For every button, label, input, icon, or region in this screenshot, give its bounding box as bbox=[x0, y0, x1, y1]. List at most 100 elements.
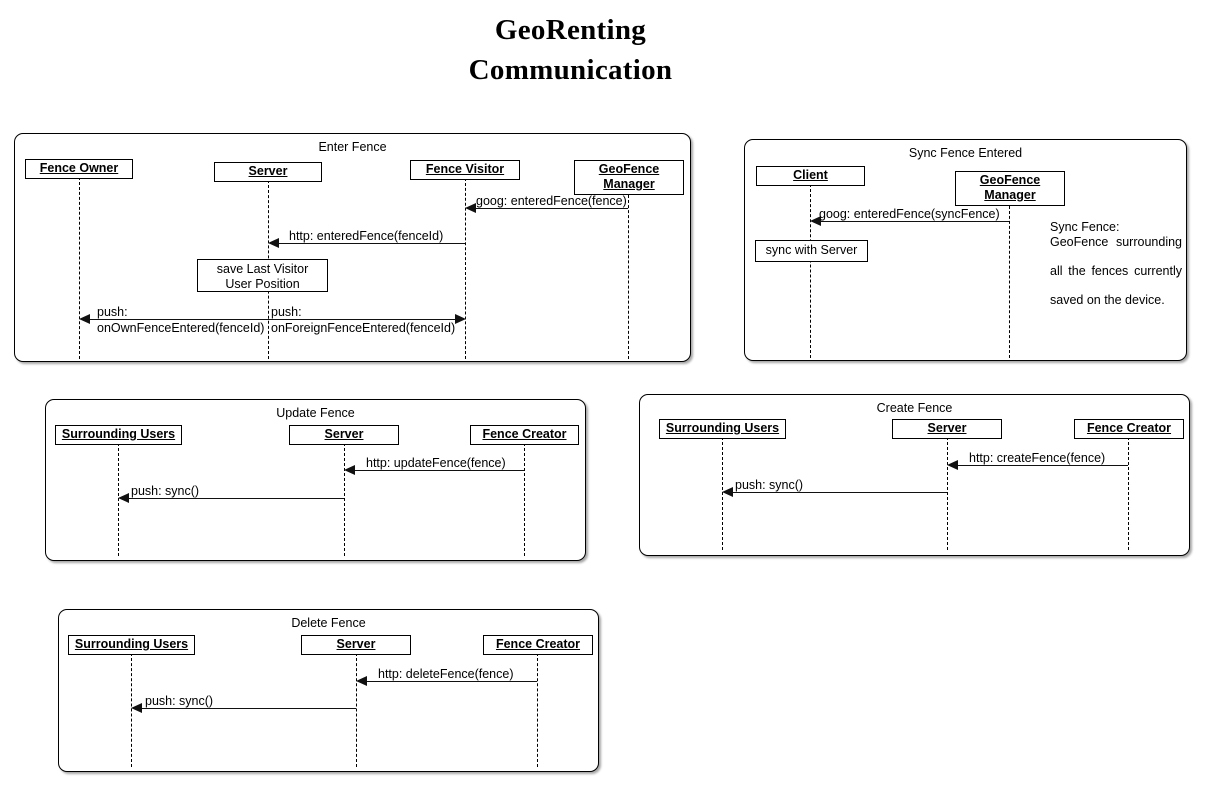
actor-server[interactable]: Server bbox=[214, 162, 322, 182]
actor-fence-creator[interactable]: Fence Creator bbox=[483, 635, 593, 655]
message-label-goog-entered-fence: goog: enteredFence(fence) bbox=[476, 194, 627, 208]
lifeline-client bbox=[810, 184, 811, 358]
message-line-push-sync bbox=[136, 708, 356, 709]
actor-server[interactable]: Server bbox=[289, 425, 399, 445]
actor-surrounding-users[interactable]: Surrounding Users bbox=[659, 419, 786, 439]
message-label-push-sync: push: sync() bbox=[735, 478, 804, 492]
lifeline-fence-visitor bbox=[465, 178, 466, 359]
actor-surrounding-users[interactable]: Surrounding Users bbox=[55, 425, 182, 445]
arrowhead-left bbox=[722, 487, 733, 497]
message-line-http-create-fence bbox=[952, 465, 1128, 466]
message-line-http-entered-fence bbox=[273, 243, 465, 244]
actor-label: Fence Creator bbox=[1086, 421, 1172, 435]
panel-title-enter-fence: Enter Fence bbox=[318, 140, 387, 154]
actor-label: Surrounding Users bbox=[61, 427, 176, 441]
arrowhead-left bbox=[131, 703, 142, 713]
panel-title-delete-fence: Delete Fence bbox=[291, 616, 366, 630]
lifeline-fence-owner bbox=[79, 177, 80, 359]
message-line-goog-entered-fence bbox=[470, 208, 628, 209]
note-line-2: GeoFence surrounding bbox=[1050, 234, 1182, 249]
diagram-panel-delete-fence: Delete Fence Surrounding Users Server Fe… bbox=[58, 609, 599, 772]
arrowhead-left bbox=[356, 676, 367, 686]
diagram-panel-create-fence: Create Fence Surrounding Users Server Fe… bbox=[639, 394, 1190, 556]
message-line-http-delete-fence bbox=[361, 681, 537, 682]
note-line-3: all the fences currently bbox=[1050, 263, 1182, 278]
lifeline-server bbox=[947, 437, 948, 550]
lifeline-fence-creator bbox=[1128, 437, 1129, 550]
message-label-http-delete-fence: http: deleteFence(fence) bbox=[378, 667, 514, 681]
message-line-push-foreign-fence-entered bbox=[268, 319, 460, 320]
message-label-push-own-line-1: push: bbox=[97, 305, 128, 319]
actor-label: Fence Creator bbox=[495, 637, 581, 651]
actor-label: Fence Owner bbox=[39, 161, 119, 175]
lifeline-fence-creator bbox=[524, 443, 525, 556]
message-line-push-sync bbox=[123, 498, 344, 499]
message-label-http-update-fence: http: updateFence(fence) bbox=[366, 456, 506, 470]
actor-label-line-1: GeoFence bbox=[598, 162, 660, 176]
actor-label-line-2: Manager bbox=[984, 188, 1036, 202]
diagram-panel-sync-fence-entered: Sync Fence Entered Client GeoFence Manag… bbox=[744, 139, 1187, 361]
actor-label: Surrounding Users bbox=[665, 421, 780, 435]
actor-surrounding-users[interactable]: Surrounding Users bbox=[68, 635, 195, 655]
arrowhead-left bbox=[344, 465, 355, 475]
arrowhead-left bbox=[465, 203, 476, 213]
actor-client[interactable]: Client bbox=[756, 166, 865, 186]
actor-label-line-1: GeoFence bbox=[979, 173, 1041, 187]
message-line-http-update-fence bbox=[349, 470, 524, 471]
actor-fence-creator[interactable]: Fence Creator bbox=[470, 425, 579, 445]
panel-title-sync-fence-entered: Sync Fence Entered bbox=[908, 146, 1023, 160]
actor-geofence-manager[interactable]: GeoFence Manager bbox=[574, 160, 684, 195]
activity-label-line-1: save Last Visitor User bbox=[216, 262, 309, 291]
activity-label: sync with Server bbox=[765, 243, 858, 257]
arrowhead-left bbox=[810, 216, 821, 226]
message-label-push-sync: push: sync() bbox=[131, 484, 200, 498]
panel-title-update-fence: Update Fence bbox=[276, 406, 355, 420]
arrowhead-left bbox=[947, 460, 958, 470]
message-label-push-sync: push: sync() bbox=[145, 694, 214, 708]
message-label-http-entered-fence: http: enteredFence(fenceId) bbox=[289, 229, 444, 243]
message-label-push-foreign-line-1: push: bbox=[271, 305, 302, 319]
message-line-push-own-fence-entered bbox=[84, 319, 268, 320]
panel-title-create-fence: Create Fence bbox=[876, 401, 953, 415]
activity-save-last-visitor-position: save Last Visitor User Position bbox=[197, 259, 328, 292]
arrowhead-left bbox=[268, 238, 279, 248]
page-title: GeoRenting Communication bbox=[0, 10, 1141, 90]
message-label-push-foreign-line-2: onForeignFenceEntered(fenceId) bbox=[271, 321, 456, 335]
message-label-goog-entered-sync-fence: goog: enteredFence(syncFence) bbox=[819, 207, 1000, 221]
diagram-panel-update-fence: Update Fence Surrounding Users Server Fe… bbox=[45, 399, 586, 561]
actor-label: Server bbox=[248, 164, 288, 178]
lifeline-geofence-manager bbox=[628, 195, 629, 359]
page-title-line-1: GeoRenting bbox=[494, 14, 647, 46]
actor-label: Surrounding Users bbox=[74, 637, 189, 651]
note-line-1: Sync Fence: bbox=[1050, 220, 1120, 234]
lifeline-geofence-manager bbox=[1009, 206, 1010, 358]
message-line-goog-entered-sync-fence bbox=[815, 221, 1009, 222]
message-label-push-own-line-2: onOwnFenceEntered(fenceId) bbox=[97, 321, 265, 335]
message-label-http-create-fence: http: createFence(fence) bbox=[969, 451, 1106, 465]
lifeline-server bbox=[356, 653, 357, 767]
actor-fence-owner[interactable]: Fence Owner bbox=[25, 159, 133, 179]
arrowhead-right bbox=[455, 314, 466, 324]
lifeline-server bbox=[344, 443, 345, 556]
actor-geofence-manager[interactable]: GeoFence Manager bbox=[955, 171, 1065, 206]
actor-label: Server bbox=[336, 637, 376, 651]
actor-fence-visitor[interactable]: Fence Visitor bbox=[410, 160, 520, 180]
arrowhead-left bbox=[79, 314, 90, 324]
actor-label-line-2: Manager bbox=[603, 177, 655, 191]
actor-label: Client bbox=[793, 168, 828, 182]
activity-label-line-2: Position bbox=[255, 277, 300, 291]
actor-label: Fence Visitor bbox=[425, 162, 505, 176]
lifeline-fence-creator bbox=[537, 653, 538, 767]
note-line-4: saved on the device. bbox=[1050, 292, 1165, 307]
actor-server[interactable]: Server bbox=[892, 419, 1002, 439]
message-line-push-sync bbox=[727, 492, 947, 493]
note-sync-fence: Sync Fence: GeoFence surrounding all the… bbox=[1050, 220, 1182, 307]
actor-server[interactable]: Server bbox=[301, 635, 411, 655]
activity-sync-with-server: sync with Server bbox=[755, 240, 868, 262]
actor-fence-creator[interactable]: Fence Creator bbox=[1074, 419, 1184, 439]
arrowhead-left bbox=[118, 493, 129, 503]
page-title-line-2: Communication bbox=[468, 54, 673, 86]
actor-label: Server bbox=[927, 421, 967, 435]
diagram-panel-enter-fence: Enter Fence Fence Owner Server Fence Vis… bbox=[14, 133, 691, 362]
actor-label: Server bbox=[324, 427, 364, 441]
